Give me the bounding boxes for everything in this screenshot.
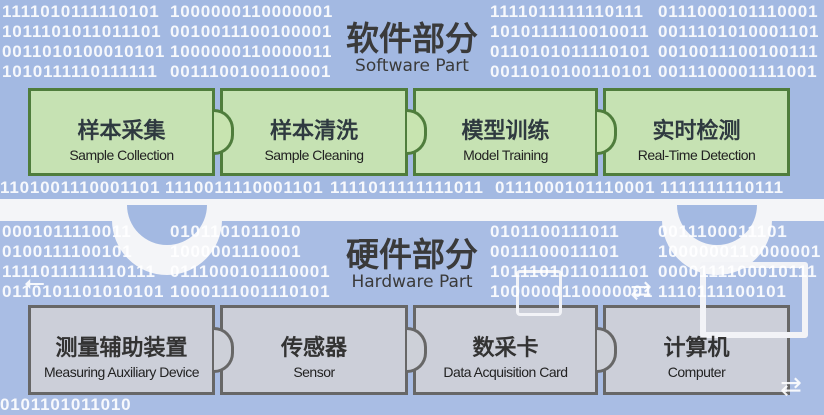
- usb-icon: ⇄: [780, 372, 802, 402]
- binary-line: 0101101011010: [0, 395, 132, 414]
- binary-line: 0110101011110101: [490, 42, 651, 61]
- software-step: 模型训练 Model Training: [413, 88, 617, 176]
- binary-line: 1000000110000001: [658, 242, 822, 261]
- hardware-step: 数采卡 Data Acquisition Card: [413, 305, 617, 395]
- step-label-zh: 样本清洗: [269, 119, 358, 144]
- binary-line: 1000001110001: [170, 242, 302, 261]
- binary-line: 1111011111111011: [330, 178, 484, 197]
- step-label-en: Model Training: [463, 147, 548, 163]
- step-label-zh: 传感器: [280, 336, 347, 361]
- hardware-title-en: Hardware Part: [351, 272, 473, 292]
- step-label-en: Data Acquisition Card: [443, 364, 568, 380]
- hardware-step: 测量辅助装置 Measuring Auxiliary Device: [28, 305, 234, 395]
- step-label-zh: 计算机: [663, 336, 730, 361]
- binary-line: 1101001110001101: [0, 178, 161, 197]
- usb-icon: ⭠: [24, 268, 45, 298]
- step-label-zh: 测量辅助装置: [55, 336, 188, 361]
- binary-line: 0011100100110001: [170, 62, 332, 81]
- step-label-en: Sample Collection: [69, 147, 174, 163]
- binary-line: 1111011111110111: [490, 2, 644, 21]
- chip-icon: [516, 270, 562, 316]
- step-label-zh: 数采卡: [472, 336, 539, 361]
- binary-line: 0011010100110101: [490, 62, 653, 81]
- binary-line: 1110111100101: [658, 282, 787, 301]
- software-title-zh: 软件部分: [346, 19, 478, 58]
- binary-line: 0111000101110001: [495, 178, 656, 197]
- software-step: 实时检测 Real-Time Detection: [603, 88, 790, 176]
- binary-line: 1000111001110101: [170, 282, 331, 301]
- step-label-en: Real-Time Detection: [637, 147, 756, 163]
- binary-line: 0010011100100111: [658, 42, 819, 61]
- step-label-zh: 实时检测: [652, 119, 741, 144]
- binary-line: 1111111110111: [660, 178, 784, 197]
- software-title-en: Software Part: [355, 56, 469, 76]
- step-label-zh: 样本采集: [77, 119, 166, 144]
- hardware-title-zh: 硬件部分: [346, 235, 478, 274]
- binary-line: 0100111100101: [2, 242, 133, 261]
- binary-line: 0011101010001101: [658, 22, 820, 41]
- binary-line: 0101101011010: [170, 222, 302, 241]
- binary-line: 0111000101110001: [658, 2, 819, 21]
- binary-line: 0101100111011: [490, 222, 620, 241]
- binary-line: 0110101101010101: [2, 282, 165, 301]
- binary-line: 0000111100010111: [658, 262, 818, 281]
- hardware-step: 传感器 Sensor: [220, 305, 427, 395]
- binary-line: 1000000110000011: [170, 42, 333, 61]
- binary-line: 0001011110011: [2, 222, 132, 241]
- binary-line: 0111000101110001: [170, 262, 331, 281]
- binary-line: 1111010111110101: [2, 2, 160, 21]
- binary-line: 0011100011101: [658, 222, 788, 241]
- binary-line: 0010011100100001: [170, 22, 333, 41]
- binary-line: 0011100001111001: [658, 62, 818, 81]
- binary-line: 1000000110000001: [170, 2, 334, 21]
- binary-line: 1110011110001101: [165, 178, 324, 197]
- binary-line: 1011101011011101: [2, 22, 162, 41]
- software-step: 样本清洗 Sample Cleaning: [220, 88, 427, 176]
- step-label-en: Sample Cleaning: [264, 147, 364, 163]
- usb-icon: ⇄: [630, 276, 652, 306]
- monitor-icon: [700, 262, 808, 338]
- binary-line: 1010111110111111: [2, 62, 158, 81]
- step-label-zh: 模型训练: [461, 119, 550, 144]
- binary-line: 1111011111110111: [2, 262, 156, 281]
- software-step: 样本采集 Sample Collection: [28, 88, 234, 176]
- step-label-en: Computer: [667, 364, 726, 380]
- binary-line: 1000000110000001: [490, 282, 654, 301]
- binary-line: 0011010100010101: [2, 42, 166, 61]
- binary-line: 1011101011011101: [490, 262, 650, 281]
- binary-line: 0011100011101: [490, 242, 620, 261]
- step-label-en: Measuring Auxiliary Device: [43, 364, 200, 380]
- binary-line: 1010111110010011: [490, 22, 650, 41]
- step-label-en: Sensor: [293, 364, 335, 380]
